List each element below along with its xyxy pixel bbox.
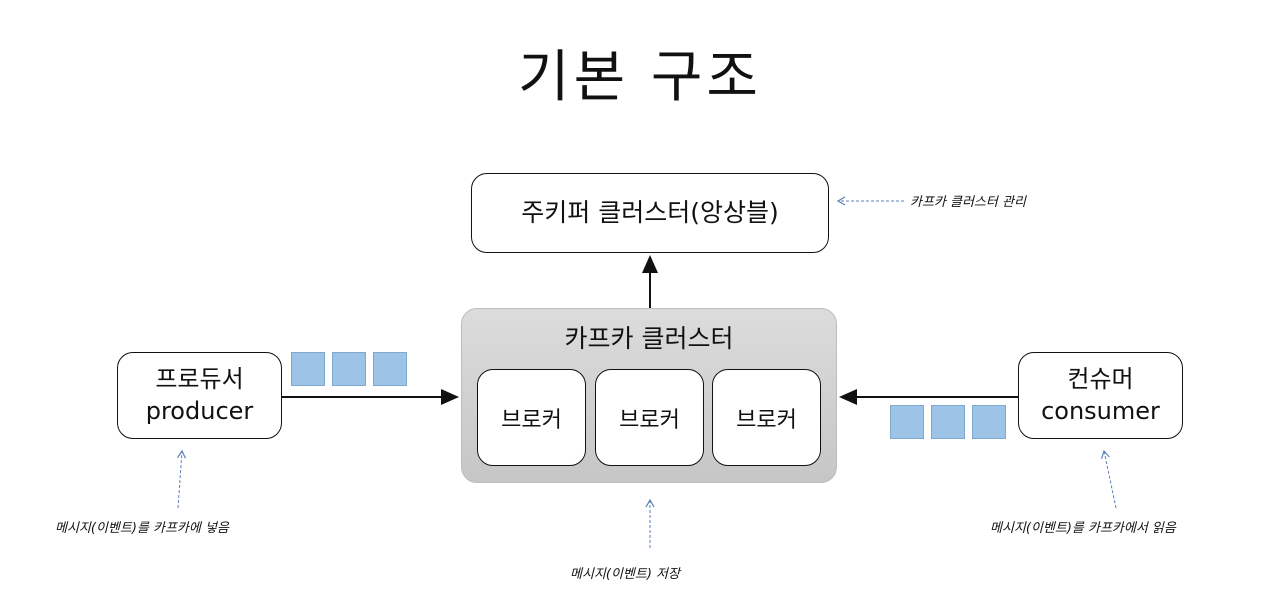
producer-message-3 [373,352,407,386]
zookeeper-cluster-box: 주키퍼 클러스터(앙상블) [471,173,829,253]
producer-label-en: producer [145,396,254,425]
producer-label-ko: 프로듀서 [155,365,244,394]
kafka-cluster-label: 카프카 클러스터 [564,324,734,353]
broker-1: 브로커 [477,369,586,466]
zookeeper-note: 카프카 클러스터 관리 [910,195,1026,210]
broker-3-label: 브로커 [736,407,797,433]
zookeeper-label: 주키퍼 클러스터(앙상블) [521,197,779,227]
producer-message-1 [291,352,325,386]
producer-message-2 [332,352,366,386]
producer-note: 메시지(이벤트)를 카프카에 넣음 [55,521,229,536]
page-title: 기본 구조 [518,45,762,110]
broker-1-label: 브로커 [501,407,562,433]
cluster-note: 메시지(이벤트) 저장 [570,567,680,582]
consumer-box: 컨슈머 consumer [1018,352,1183,439]
consumer-note: 메시지(이벤트)를 카프카에서 읽음 [990,521,1176,536]
broker-2-label: 브로커 [619,407,680,433]
consumer-note-arrow [1100,449,1117,509]
consumer-label-en: consumer [1041,396,1160,425]
consumer-label-ko: 컨슈머 [1067,365,1134,394]
broker-3: 브로커 [712,369,821,466]
kafka-cluster-box: 카프카 클러스터 브로커 브로커 브로커 [461,308,837,483]
producer-box: 프로듀서 producer [117,352,282,439]
consumer-message-2 [931,405,965,439]
consumer-message-1 [890,405,924,439]
broker-2: 브로커 [595,369,704,466]
producer-note-arrow [177,449,187,509]
consumer-message-3 [972,405,1006,439]
